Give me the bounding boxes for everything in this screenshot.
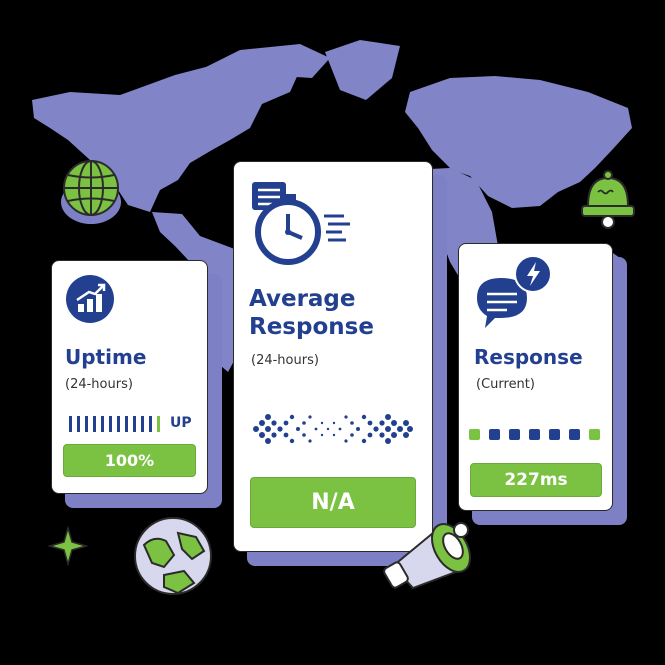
earth-icon <box>134 517 212 595</box>
chat-lightning-icon <box>477 255 552 328</box>
uptime-subtitle: (24-hours) <box>65 377 133 392</box>
bell-icon <box>581 170 635 229</box>
uptime-status-label: UP <box>170 415 192 431</box>
average-title-line2: Response <box>249 314 374 340</box>
average-response-card: Average Response (24-hours) N <box>233 161 433 552</box>
response-status-dots <box>469 429 600 440</box>
response-card: Response (Current) 227ms <box>458 243 613 511</box>
bar-chart-up-icon <box>66 275 114 323</box>
stopwatch-icon <box>252 182 350 265</box>
average-title-line1: Average <box>249 286 356 312</box>
loading-chevrons-icon <box>253 414 413 444</box>
average-value: N/A <box>250 477 416 528</box>
response-value: 227ms <box>470 463 602 497</box>
response-subtitle: (Current) <box>476 377 535 392</box>
average-subtitle: (24-hours) <box>251 353 319 368</box>
globe-icon <box>61 160 121 224</box>
uptime-status-bars <box>69 416 160 432</box>
uptime-value: 100% <box>63 444 196 477</box>
response-title: Response <box>474 345 583 369</box>
sparkle-icon <box>48 526 88 566</box>
uptime-card: Uptime (24-hours) UP 100% <box>51 260 208 494</box>
megaphone-icon <box>383 522 471 590</box>
uptime-title: Uptime <box>65 345 147 369</box>
